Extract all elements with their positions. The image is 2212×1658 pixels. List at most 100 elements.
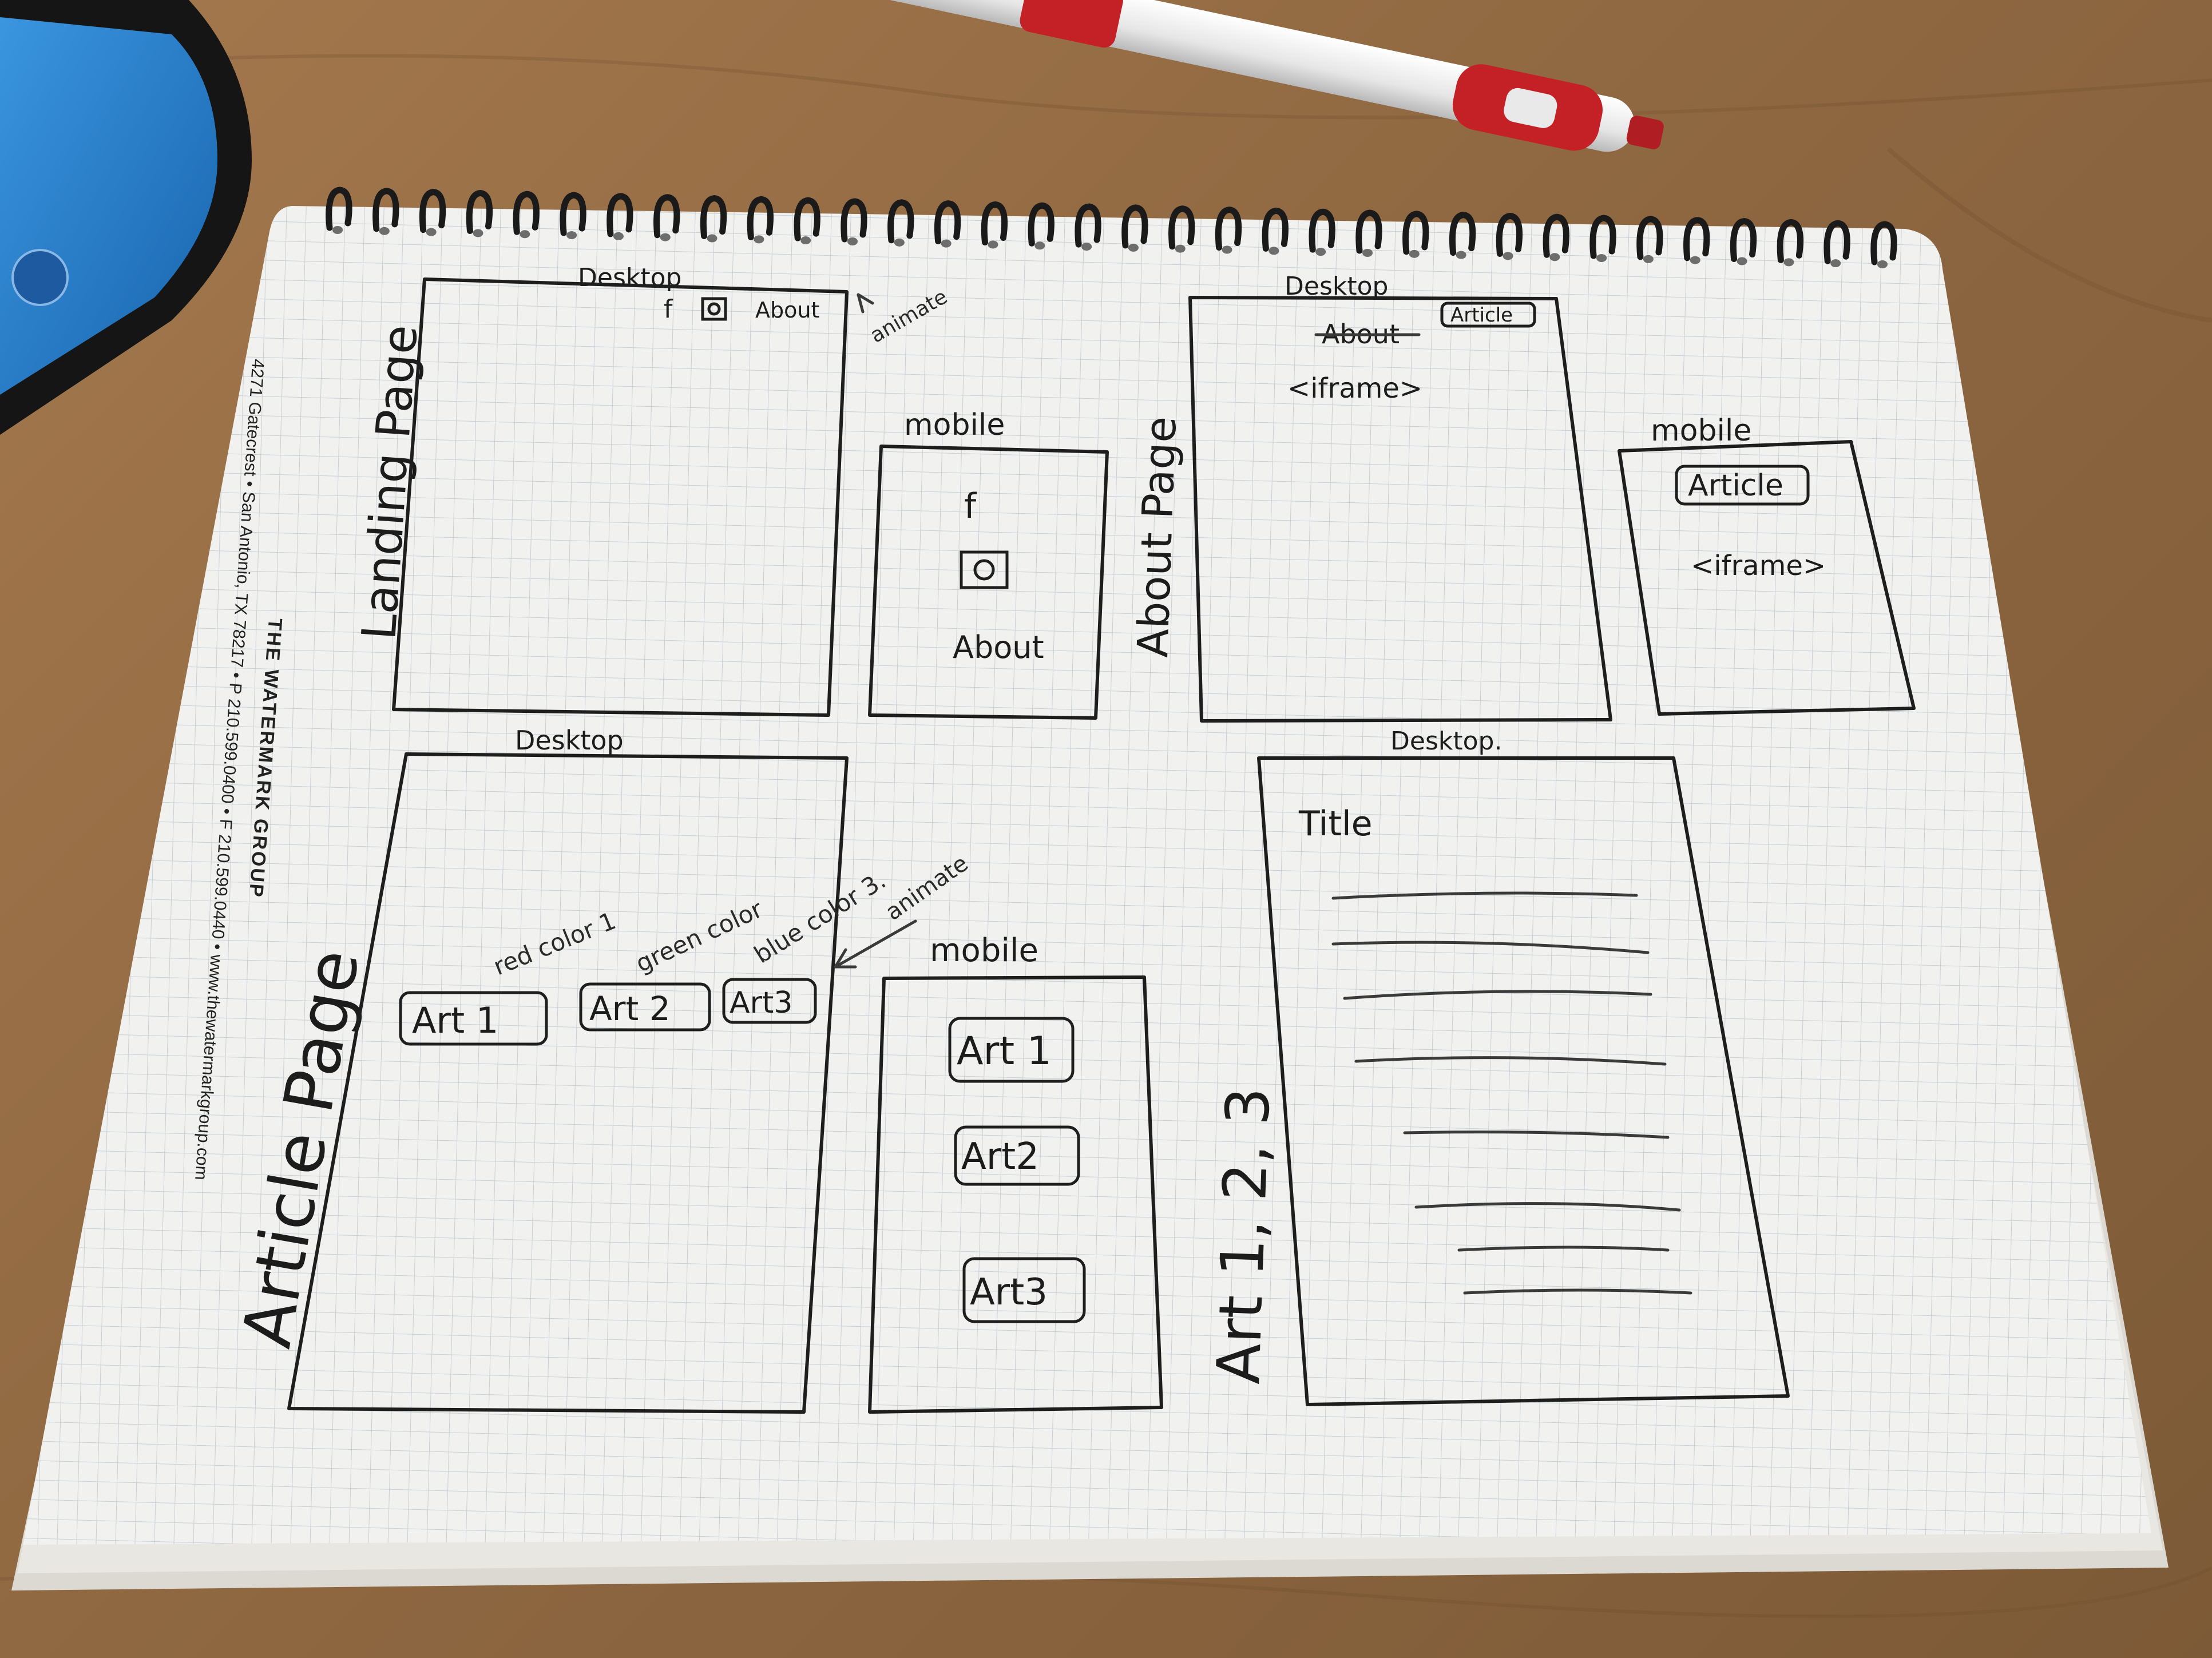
spiral-coil (934, 200, 961, 245)
spiral-hole (1315, 248, 1326, 256)
article-mobile-button-1[interactable] (948, 1017, 1075, 1083)
spiral-coil (700, 195, 727, 240)
spiral-coil (1683, 217, 1710, 261)
spiral-coil (1262, 207, 1289, 252)
phone-home-button-icon (11, 249, 69, 306)
spiral-coil (560, 192, 586, 236)
spiral-coil (606, 193, 633, 237)
about-desktop-label: Desktop (1285, 272, 1388, 301)
spiral-hole (1596, 254, 1607, 263)
landing-desktop-frame (392, 277, 849, 717)
landing-mobile-about: About (953, 629, 1044, 665)
about-side-label: About Page (1128, 415, 1186, 658)
article-mobile-button-3[interactable] (962, 1257, 1086, 1323)
spiral-hole (941, 239, 952, 248)
spiral-coil (981, 201, 1008, 245)
spiral-coil (1589, 215, 1616, 259)
spiral-hole (1268, 247, 1279, 255)
article-button-2-label: Art 2 (589, 989, 671, 1028)
spiral-coil (1309, 208, 1335, 253)
spiral-binding (326, 187, 1897, 268)
spiral-hole (754, 235, 764, 244)
art-detail-title: Title (1298, 804, 1373, 844)
arrow-icon (857, 293, 874, 314)
spiral-hole (1783, 258, 1794, 267)
article-mobile-button-2[interactable] (954, 1125, 1080, 1186)
spiral-hole (1409, 249, 1420, 258)
landing-nav-about: About (755, 298, 819, 323)
spiral-coil (466, 189, 493, 234)
arrow-icon-article (834, 919, 917, 969)
spiral-hole (1643, 255, 1654, 263)
spiral-hole (894, 238, 905, 247)
spiral-hole (1503, 252, 1513, 260)
about-desktop-iframe: <iframe> (1287, 372, 1422, 404)
spiral-hole (613, 232, 624, 240)
spiral-coil (1075, 203, 1101, 248)
about-mobile-article-label: Article (1688, 469, 1783, 503)
spiral-hole (379, 227, 390, 235)
spiral-coil (1823, 220, 1850, 264)
spiral-coil (794, 197, 820, 241)
spiral-hole (1877, 260, 1888, 268)
notebook (11, 206, 2169, 1590)
about-article-button[interactable] (1440, 302, 1536, 328)
spiral-hole (707, 234, 717, 243)
spiral-coil (326, 187, 352, 231)
spiral-coil (1870, 221, 1897, 265)
landing-nav-facebook: f (664, 295, 673, 324)
spiral-coil (1028, 202, 1055, 247)
spiral-hole (520, 230, 530, 239)
spiral-hole (332, 226, 343, 234)
phone (0, 0, 252, 435)
spiral-coil (1402, 211, 1429, 255)
pen (838, 0, 1664, 152)
article-mobile-button-2-label: Art2 (961, 1136, 1039, 1178)
about-page-sketch: About Page Desktop Article About <iframe… (1128, 272, 1916, 723)
article-mobile-button-3-label: Art3 (970, 1271, 1048, 1314)
spiral-hole (1175, 244, 1186, 253)
spiral-hole (566, 231, 577, 240)
article-button-3-label: Art3 (730, 986, 792, 1020)
article-button-1[interactable] (399, 991, 548, 1046)
spiral-coil (1777, 219, 1803, 263)
spiral-hole (1362, 249, 1373, 257)
spiral-coil (1636, 216, 1663, 260)
spiral-hole (1034, 241, 1045, 250)
about-mobile-iframe: <iframe> (1691, 550, 1826, 582)
art-detail-desktop-label: Desktop. (1390, 727, 1502, 756)
landing-mobile-frame (868, 445, 1109, 720)
spiral-hole (473, 229, 483, 237)
article-button-3[interactable] (722, 978, 817, 1024)
about-mobile-label: mobile (1651, 414, 1751, 448)
spiral-hole (800, 236, 811, 245)
article-button-2[interactable] (579, 982, 711, 1032)
article-desktop-label: Desktop (515, 725, 624, 756)
about-mobile-frame (1618, 440, 1916, 716)
spiral-hole (1128, 243, 1139, 252)
about-desktop-frame (1188, 296, 1612, 723)
spiral-coil (887, 199, 914, 244)
about-mobile-article-button[interactable] (1675, 465, 1810, 506)
spiral-coil (1215, 207, 1242, 251)
spiral-coil (419, 189, 446, 233)
art-detail-sketch: Art 1, 2, 3 Desktop. Title (1203, 727, 1790, 1406)
spiral-coil (1168, 205, 1195, 250)
spiral-coil (747, 196, 774, 240)
spiral-hole (1456, 251, 1466, 259)
article-button-1-label: Art 1 (412, 999, 498, 1041)
article-mobile-frame (868, 975, 1163, 1414)
spiral-coil (513, 191, 540, 235)
spiral-hole (988, 240, 998, 249)
spiral-coil (1730, 218, 1757, 263)
spiral-hole (1222, 245, 1232, 254)
spiral-coil (372, 188, 399, 232)
landing-mobile-label: mobile (904, 408, 1005, 442)
article-mobile-button-1-label: Art 1 (957, 1029, 1052, 1074)
text-placeholder-lines (1331, 891, 1692, 1295)
spiral-hole (1081, 243, 1092, 251)
spiral-coil (1121, 204, 1148, 249)
spiral-hole (847, 237, 858, 245)
spiral-coil (1543, 213, 1569, 258)
